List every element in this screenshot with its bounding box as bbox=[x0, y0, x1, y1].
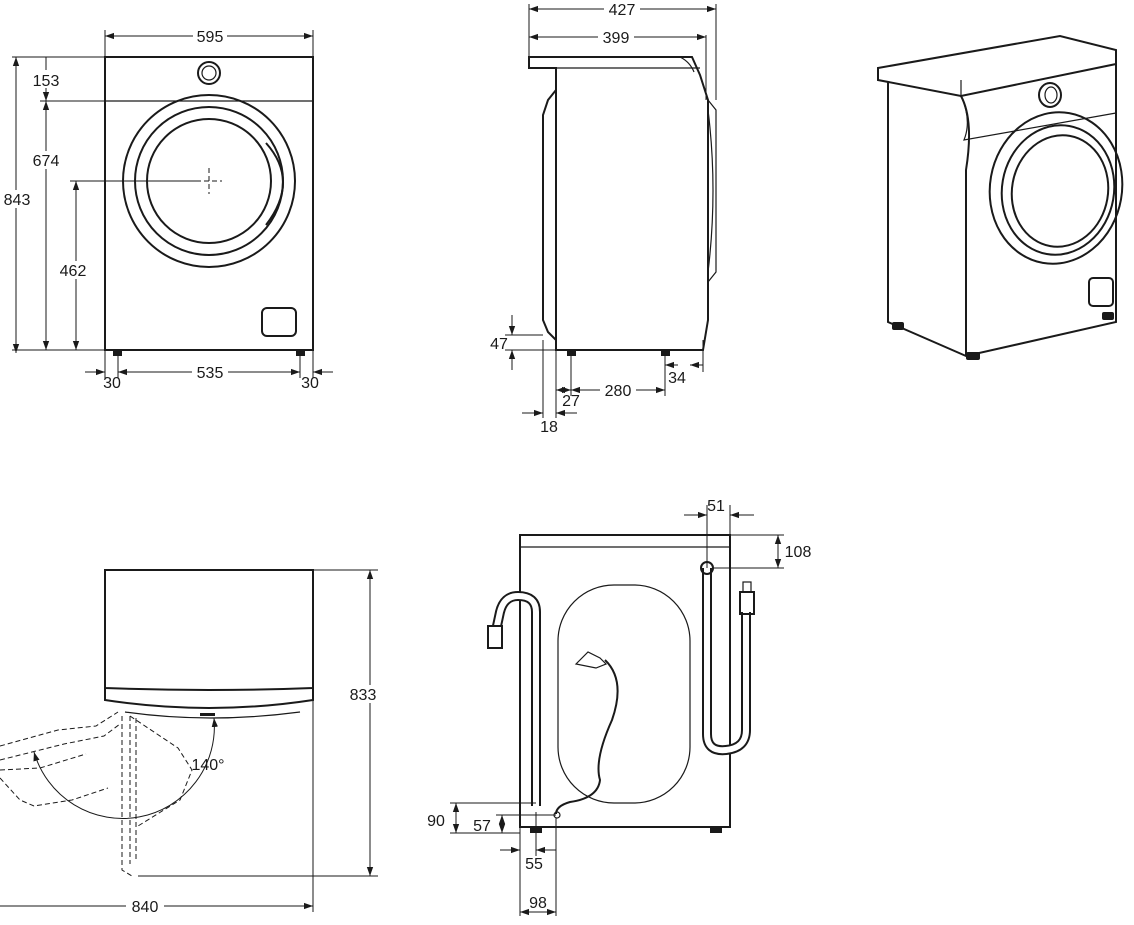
dim-side-feet-span: 280 bbox=[605, 383, 632, 400]
dim-right-foot-offset: 30 bbox=[301, 375, 319, 392]
front-view: 595 843 153 674 462 535 30 30 bbox=[2, 27, 333, 392]
dim-total-height: 843 bbox=[4, 192, 31, 209]
dim-front-foot-offset: 27 bbox=[562, 393, 580, 410]
perspective-knob-icon bbox=[1038, 82, 1062, 108]
plan-view: 140° 833 840 bbox=[0, 569, 382, 916]
drain-hose-end bbox=[487, 625, 503, 649]
dim-drain-offset: 55 bbox=[525, 856, 543, 873]
perspective-panel-line bbox=[960, 95, 1117, 141]
perspective-view bbox=[877, 34, 1124, 360]
rear-body bbox=[519, 534, 731, 828]
side-foot-rear bbox=[661, 350, 670, 356]
dim-inlet-offset: 51 bbox=[707, 498, 725, 515]
filter-cover bbox=[261, 307, 297, 337]
inlet-hose-connector bbox=[739, 591, 755, 615]
perspective-door-outer bbox=[988, 111, 1124, 265]
power-cord bbox=[555, 659, 619, 815]
side-foot-front bbox=[567, 350, 576, 356]
plan-door bbox=[104, 688, 314, 709]
front-body bbox=[104, 56, 314, 351]
side-body bbox=[528, 56, 709, 351]
rear-view: 51 108 90 57 55 98 bbox=[427, 498, 811, 916]
dim-rear-foot-offset: 34 bbox=[668, 370, 686, 387]
front-foot-left bbox=[113, 350, 122, 356]
perspective-top bbox=[877, 34, 1117, 98]
dim-front-width: 595 bbox=[197, 29, 224, 46]
front-foot-right bbox=[296, 350, 305, 356]
rear-hose-profile bbox=[707, 109, 714, 273]
perspective-door-glass bbox=[1010, 134, 1110, 248]
dim-left-foot-offset: 30 bbox=[103, 375, 121, 392]
dim-body-depth: 399 bbox=[603, 30, 630, 47]
perspective-filter-cover bbox=[1088, 277, 1114, 307]
plan-body bbox=[104, 569, 314, 691]
dim-side-foot-height: 47 bbox=[490, 336, 508, 353]
dim-drain-spacing: 98 bbox=[529, 895, 547, 912]
dim-door-angle: 140° bbox=[191, 757, 224, 774]
dim-drain-outlet-height: 57 bbox=[473, 818, 491, 835]
door-handle bbox=[265, 142, 284, 226]
door-side-profile bbox=[542, 89, 557, 341]
dim-drain-height: 90 bbox=[427, 813, 445, 830]
dim-door-swing-depth: 840 bbox=[132, 899, 159, 916]
dim-door-bottom-height: 462 bbox=[60, 263, 87, 280]
door-angle-arc bbox=[33, 717, 218, 819]
dim-total-depth: 427 bbox=[609, 2, 636, 19]
swung-door-dashed bbox=[121, 716, 133, 877]
dim-door-protrusion: 18 bbox=[540, 419, 558, 436]
dim-inlet-height: 108 bbox=[785, 544, 812, 561]
power-plug-icon bbox=[574, 651, 608, 669]
rear-panel-outline bbox=[557, 584, 691, 804]
dim-front-feet-span: 535 bbox=[197, 365, 224, 382]
dim-top-panel: 153 bbox=[33, 73, 60, 90]
perspective-body bbox=[887, 64, 1117, 358]
side-view: 427 399 47 27 18 280 34 bbox=[490, 0, 717, 436]
dim-door-center-height: 674 bbox=[33, 153, 60, 170]
program-knob-icon bbox=[197, 61, 221, 85]
dim-plan-height: 833 bbox=[350, 687, 377, 704]
